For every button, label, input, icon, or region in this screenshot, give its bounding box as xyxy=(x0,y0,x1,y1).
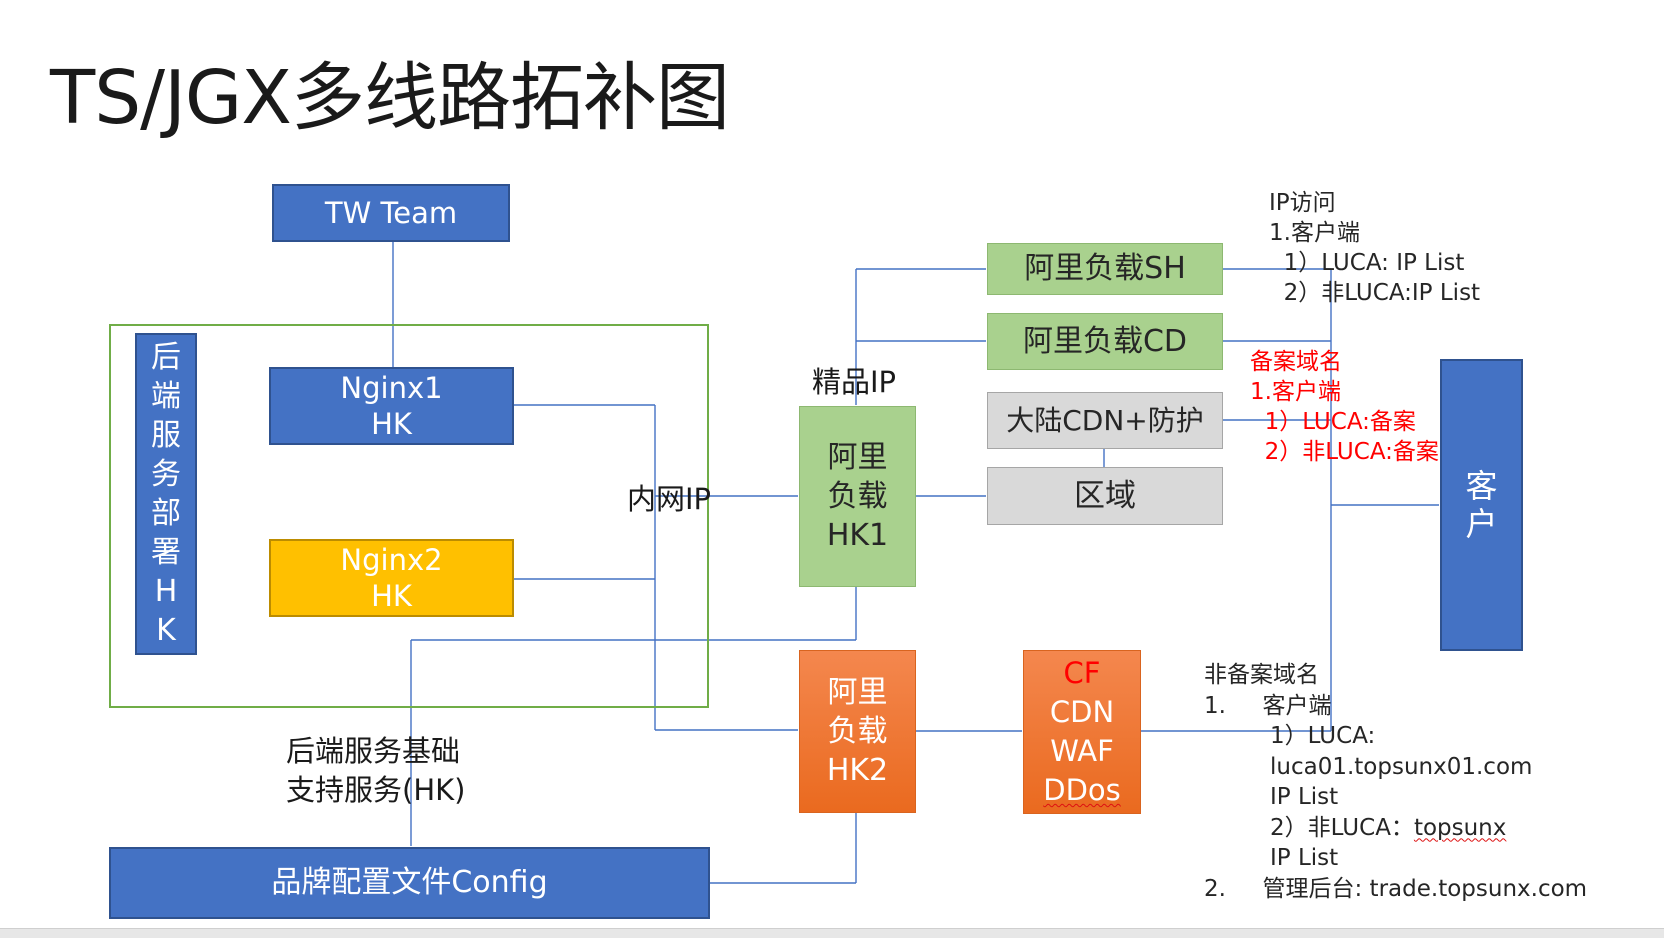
non-icp-domain-note: 非备案域名 1. 客户端 1）LUCA: luca01.topsunx01.co… xyxy=(1204,660,1587,904)
hk1-line: 阿里 xyxy=(827,440,888,475)
nginx2-region: HK xyxy=(371,579,412,613)
ali-lb-sh-node: 阿里负载SH xyxy=(987,243,1223,295)
ali-lb-hk1-node: 阿里 负载 HK1 xyxy=(799,406,916,587)
region-label: 区域 xyxy=(1074,477,1136,514)
backend-char: 后 xyxy=(151,340,181,375)
brand-config-node: 品牌配置文件Config xyxy=(109,847,710,919)
nginx1-name: Nginx1 xyxy=(340,370,443,405)
ali-sh-label: 阿里负载SH xyxy=(1024,251,1186,287)
note-line: 1.客户端 xyxy=(1269,220,1360,246)
intranet-ip-label: 内网IP xyxy=(627,482,712,516)
note-line: IP访问 xyxy=(1269,190,1336,216)
note-line: 1）LUCA: xyxy=(1270,723,1376,749)
tw-team-node: TW Team xyxy=(272,184,510,242)
customer-char: 客 xyxy=(1465,466,1498,505)
ip-access-note: IP访问 1.客户端 1）LUCA: IP List 2）非LUCA:IP Li… xyxy=(1269,188,1480,308)
customer-node: 客 户 xyxy=(1440,359,1523,651)
backend-char: 端 xyxy=(151,379,181,414)
note-line: 2）非LUCA:IP List xyxy=(1269,280,1481,306)
brand-config-label: 品牌配置文件Config xyxy=(271,865,548,901)
note-line: 2）非LUCA:备案 xyxy=(1250,439,1439,465)
note-line: 1）LUCA: IP List xyxy=(1269,250,1465,276)
cf-line: DDos xyxy=(1043,773,1121,808)
bottom-scrollbar[interactable] xyxy=(0,928,1664,938)
nginx1-region: HK xyxy=(371,407,412,441)
ali-cd-label: 阿里负载CD xyxy=(1022,323,1188,359)
backend-char: K xyxy=(156,613,176,648)
mainland-cdn-node: 大陆CDN+防护 xyxy=(987,392,1223,449)
backend-support-label-1: 后端服务基础 xyxy=(286,734,461,768)
note-fragment: topsunx xyxy=(1413,814,1507,841)
backend-char: 部 xyxy=(151,496,181,531)
hk1-line: 负载 xyxy=(827,479,888,514)
cf-line: WAF xyxy=(1050,734,1114,768)
note-line: IP List xyxy=(1270,845,1339,871)
note-line: IP List xyxy=(1270,784,1339,810)
nginx1-node: Nginx1 HK xyxy=(269,367,514,445)
cf-label: CF xyxy=(1063,655,1101,690)
premium-ip-label: 精品IP xyxy=(812,365,897,399)
icp-domain-note: 备案域名 1.客户端 1）LUCA:备案 2）非LUCA:备案 xyxy=(1250,347,1439,467)
note-line: 1.客户端 xyxy=(1250,379,1341,405)
hk2-line: HK2 xyxy=(826,753,889,788)
customer-char: 户 xyxy=(1465,505,1498,543)
backend-char: 服 xyxy=(151,418,181,453)
note-line: 2）非LUCA：topsunx xyxy=(1204,813,1587,844)
nginx2-node: Nginx2 HK xyxy=(269,539,514,617)
ali-lb-hk2-node: 阿里 负载 HK2 xyxy=(799,650,916,813)
note-line: luca01.topsunx01.com xyxy=(1270,753,1533,780)
page-title: TS/JGX多线路拓补图 xyxy=(50,55,730,141)
note-line: 1）LUCA:备案 xyxy=(1250,409,1416,435)
note-fragment: 2）非LUCA： xyxy=(1270,814,1414,841)
backend-group-frame xyxy=(109,324,709,708)
note-line: 备案域名 xyxy=(1250,349,1342,375)
backend-char: H xyxy=(154,574,178,609)
note-line: 2. 管理后台: trade.topsunx.com xyxy=(1204,875,1588,902)
note-line: 1. 客户端 xyxy=(1204,692,1332,719)
hk2-line: 阿里 xyxy=(827,675,888,710)
note-line: 非备案域名 xyxy=(1204,662,1319,688)
backend-deploy-hk-label: 后 端 服 务 部 署 H K xyxy=(135,333,197,655)
hk2-line: 负载 xyxy=(827,714,888,749)
region-node: 区域 xyxy=(987,467,1223,525)
cf-cdn-waf-node: CF CDN WAF DDos xyxy=(1023,650,1141,814)
cf-line: CDN xyxy=(1049,694,1115,729)
backend-support-label-2: 支持服务(HK) xyxy=(286,773,466,807)
backend-char: 务 xyxy=(151,457,181,492)
backend-char: 署 xyxy=(151,535,181,570)
ali-lb-cd-node: 阿里负载CD xyxy=(987,313,1223,370)
tw-team-label: TW Team xyxy=(324,195,458,230)
cdn-label: 大陆CDN+防护 xyxy=(1006,404,1204,437)
nginx2-name: Nginx2 xyxy=(340,542,443,577)
hk1-line: HK1 xyxy=(826,518,889,553)
